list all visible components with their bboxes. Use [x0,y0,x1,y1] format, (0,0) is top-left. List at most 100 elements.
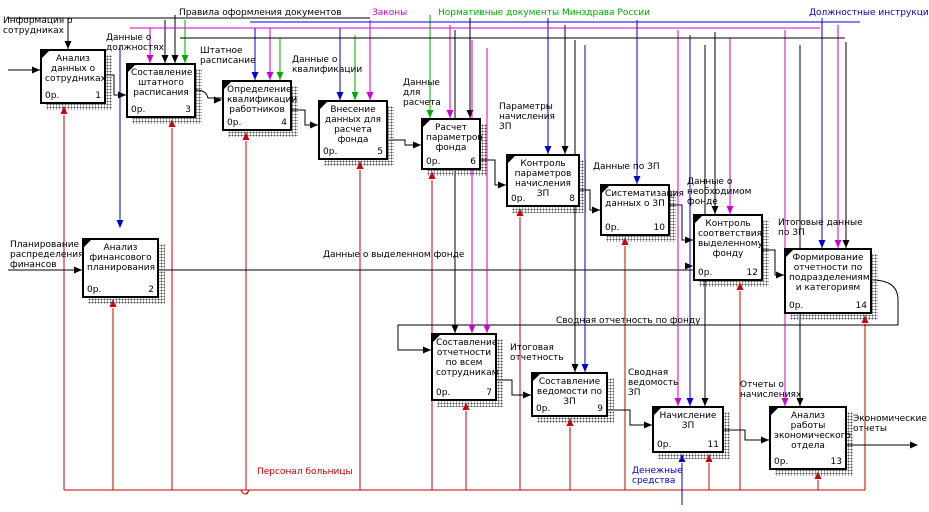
activity-cost: 0р. [227,118,242,128]
arrowhead-icon [446,110,454,118]
activity-title: Контроль соответствия выделенному фонду [698,219,763,259]
activity-title: Составление штатного расписания [131,68,193,98]
activity-number: 13 [830,457,842,467]
activity-title: Формирование отчетности по подразделения… [789,253,870,293]
arrowhead-icon [686,398,694,406]
activity-box-3[interactable]: Составление штатного расписания 0р. 3 [126,63,196,118]
arrowhead-icon [468,325,476,333]
activity-number: 11 [707,440,719,450]
arrow-label-staff-schedule: Штатное расписание [200,46,256,66]
arrow-label-allocated-fund: Данные о выделенном фонде [323,250,465,260]
activity-title: Внесение данных для расчета фонда [324,105,382,145]
activity-title: Составление ведомости по ЗП [536,377,603,407]
arrowhead-icon [561,146,569,154]
arrowhead-icon [266,72,274,80]
activity-box-12[interactable]: Контроль соответствия выделенному фонду 0… [693,214,763,281]
arrowhead-icon [351,92,359,100]
arrow-label-info-employees: Информация о сотрудниках [3,16,73,36]
arrowhead-icon [842,240,850,248]
activity-box-5[interactable]: Внесение данных для расчета фонда 0р. 5 [318,100,388,160]
corner-mark-icon [433,335,440,342]
activity-number: 12 [746,268,758,278]
arrow-label-summary-statement: Сводная ведомость ЗП [628,368,679,398]
arrowhead-icon [498,181,506,189]
arrowhead-icon [776,271,784,279]
corner-mark-icon [695,216,702,223]
arrowhead-icon [118,91,126,99]
arrow-line [608,409,652,426]
activity-number: 9 [597,404,603,414]
arrowhead-icon [761,436,769,444]
arrow-label-salary-data: Данные по ЗП [593,162,660,172]
activity-number: 4 [281,118,287,128]
activity-number: 1 [95,91,101,101]
arrow-label-economic-reports: Экономические отчеты [853,414,927,434]
arrowhead-icon [366,92,374,100]
arrowhead-icon [426,110,434,118]
corner-mark-icon [84,240,91,247]
corner-mark-icon [224,82,231,89]
activity-number: 6 [470,157,476,167]
activity-cost: 0р. [698,268,713,278]
arrowhead-icon [116,220,124,228]
arrowhead-icon [818,240,826,248]
arrowhead-icon [451,325,459,333]
arrowhead-icon [685,236,693,244]
arrowhead-icon [523,391,531,399]
arrowhead-icon [214,96,222,104]
arrowhead-icon [571,364,579,372]
arrowhead-icon [910,441,918,449]
activity-box-7[interactable]: Составление отчетности по всем сотрудник… [431,333,498,401]
activity-cost: 0р. [131,105,146,115]
arrowhead-icon [336,92,344,100]
arrowhead-icon [544,146,552,154]
activity-cost: 0р. [605,223,620,233]
activity-number: 10 [653,223,665,233]
activity-box-4[interactable]: Определение квалификации работников 0р. 4 [222,80,298,131]
arrow-label-required-fund-data: Данные о необходимом фонде [687,177,752,207]
arrowhead-icon [483,325,491,333]
activity-title: Расчет параметров фонда [426,123,483,153]
activity-title: Анализ данных о сотрудниках [45,54,106,84]
arrowhead-icon [726,206,734,214]
activity-title: Анализ финансового планирования [87,243,156,273]
arrowhead-icon [423,346,431,354]
arrow-label-doc-rules: Правила оформления документов [179,8,342,18]
arrowhead-icon [581,364,589,372]
arrow-line [397,279,899,351]
corner-mark-icon [42,51,49,58]
arrowhead-icon [592,206,600,214]
arrowhead-icon [161,55,169,63]
arrow-label-fund-report: Сводная отчетность по фонду [556,316,701,326]
activity-cost: 0р. [323,147,338,157]
arrowhead-icon [711,206,719,214]
arrowhead-icon [310,121,318,129]
arrowhead-icon [64,41,72,49]
activity-box-14[interactable]: Формирование отчетности по подразделения… [784,248,872,314]
activity-number: 3 [185,105,191,115]
activity-title: Определение квалификации работников [227,85,298,115]
arrow-label-calc-data: Данные для расчета [403,78,441,108]
arrowhead-icon [32,66,40,74]
activity-cost: 0р. [45,91,60,101]
corner-mark-icon [533,374,540,381]
arrowhead-icon [181,55,189,63]
activity-box-1[interactable]: Анализ данных о сотрудниках 0р. 1 [40,49,106,104]
arrow-label-cash-funds: Денежные средства [632,466,683,486]
corner-mark-icon [508,156,515,163]
activity-cost: 0р. [536,404,551,414]
activity-cost: 0р. [511,194,526,204]
arrow-label-normative: Нормативные документы Минздрава России [438,8,650,18]
activity-cost: 0р. [789,301,804,311]
corner-mark-icon [786,250,793,257]
corner-mark-icon [771,408,778,415]
activity-number: 5 [377,147,383,157]
arrow-line [724,429,769,441]
